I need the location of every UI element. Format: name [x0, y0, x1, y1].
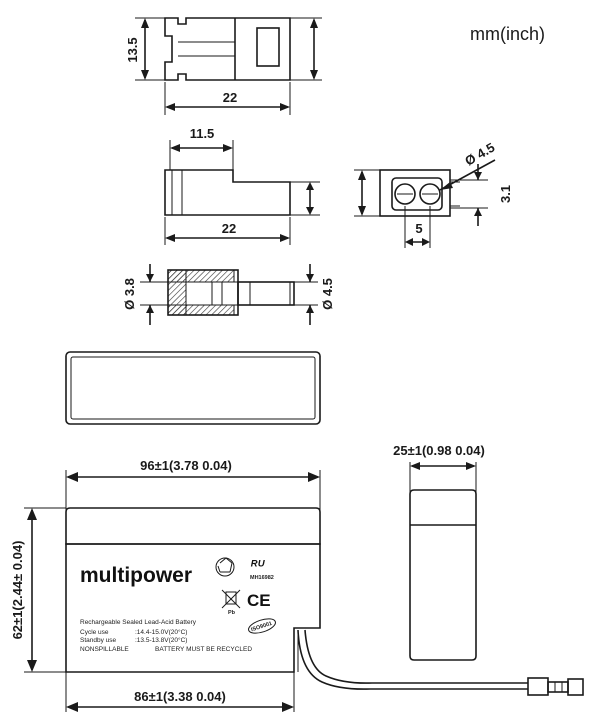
battery-side-view: [409, 489, 477, 661]
recycle-icon: [215, 557, 235, 577]
connector-side-height-dim: [290, 181, 320, 216]
recycle-note: BATTERY MUST BE RECYCLED: [155, 646, 252, 653]
connector-section-view: [167, 269, 295, 316]
connector-side-step-dim: 11.5: [169, 126, 234, 170]
ul-icon: ᴿᵁ: [250, 557, 265, 573]
connector-top-height-label: 13.5: [125, 37, 140, 62]
connector-top-side-dim: [290, 17, 322, 81]
connector-top-width-dim: 22: [164, 82, 291, 115]
battery-height-dim: 62±1(2.44± 0.04): [10, 507, 66, 673]
connector-top-height-dim: 13.5: [125, 17, 165, 81]
iso-badge: ISO9001: [248, 618, 276, 634]
ul-code: MH16982: [250, 575, 274, 581]
connector-top-width-label: 22: [223, 90, 237, 105]
battery-top-view: [65, 351, 321, 425]
standby-use-label: Standby use: [80, 637, 117, 644]
connector-side-view: [164, 169, 291, 216]
battery-height-label: 62±1(2.44± 0.04): [10, 541, 25, 640]
standby-use-value: :13.5-13.8V(20°C): [135, 636, 187, 644]
connector-top-view: [164, 17, 291, 81]
connector-side-step-label: 11.5: [190, 126, 215, 141]
cycle-use-label: Cycle use: [80, 629, 109, 636]
battery-bottom-width-label: 86±1(3.38 0.04): [134, 689, 226, 704]
connector-end-height-label: 3.1: [498, 185, 513, 203]
units-label: mm(inch): [470, 24, 545, 44]
connector-end-pitch-dim: 5: [404, 206, 431, 248]
pb-mark: Pb: [228, 610, 236, 616]
battery-bottom-width-dim: 86±1(3.38 0.04): [65, 672, 295, 712]
cycle-use-value: :14.4-15.0V(20°C): [135, 628, 187, 636]
crossed-bin-icon: [221, 589, 241, 609]
svg-text:ᴿᵁ: ᴿᵁ: [250, 557, 265, 573]
connector-end-pin-dim: 3.1: [450, 164, 513, 226]
connector-end-height-dim: [354, 169, 380, 217]
battery-plug: [527, 677, 584, 696]
product-line: Rechargeable Sealed Lead-Acid Battery: [80, 619, 197, 626]
battery-depth-label: 25±1(0.98 0.04): [393, 443, 485, 458]
connector-end-view: [379, 169, 460, 217]
ce-mark: CE: [247, 591, 271, 610]
connector-section-left-dim: Ø 3.8: [122, 264, 168, 325]
brand-logo: multipower: [80, 564, 192, 587]
connector-section-right-label: Ø 4.5: [320, 278, 335, 310]
connector-section-left-label: Ø 3.8: [122, 278, 137, 310]
battery-top-width-dim: 96±1(3.78 0.04): [65, 458, 321, 510]
connector-side-width-dim: 22: [164, 217, 291, 245]
connector-end-diameter-dim: Ø 4.5: [439, 140, 497, 191]
battery-depth-dim: 25±1(0.98 0.04): [393, 443, 485, 495]
connector-section-right-dim: Ø 4.5: [294, 264, 335, 325]
nonspillable-label: NONSPILLABLE: [80, 646, 129, 653]
connector-side-width-label: 22: [222, 221, 236, 236]
connector-end-diameter-label: Ø 4.5: [462, 140, 497, 169]
battery-top-width-label: 96±1(3.78 0.04): [140, 458, 232, 473]
battery-cable: [297, 629, 528, 690]
connector-end-pitch-label: 5: [415, 221, 422, 236]
